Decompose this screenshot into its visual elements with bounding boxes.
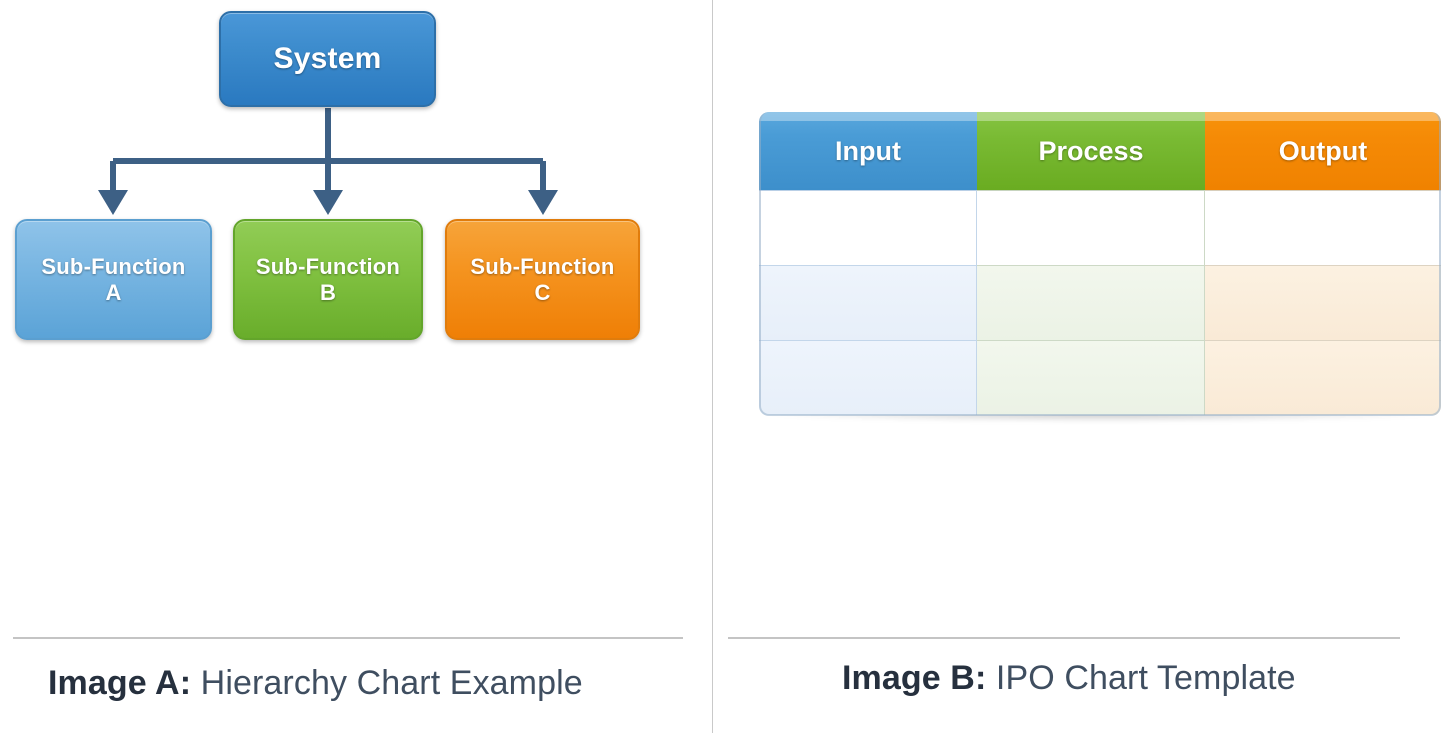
- ipo-cell-input-row1[interactable]: [759, 190, 977, 265]
- caption-image-b-text: IPO Chart Template: [986, 659, 1296, 697]
- caption-image-a: Image A: Hierarchy Chart Example: [48, 664, 583, 703]
- node-sub-function-b[interactable]: Sub-Function B: [233, 219, 423, 340]
- ipo-cell-output-row2[interactable]: [1205, 265, 1441, 340]
- ipo-cell-process-row3[interactable]: [977, 340, 1205, 415]
- ipo-cell-output-row1[interactable]: [1205, 190, 1441, 265]
- ipo-cell-process-row1[interactable]: [977, 190, 1205, 265]
- arrowhead-group: [98, 190, 558, 215]
- node-system[interactable]: System: [219, 11, 436, 107]
- ipo-cell-input-row3[interactable]: [759, 340, 977, 415]
- panel-divider: [712, 0, 713, 733]
- caption-rule-b: [728, 637, 1400, 639]
- ipo-column-process: Process: [977, 112, 1205, 416]
- ipo-table: Input Process Output: [759, 112, 1441, 416]
- caption-image-a-text: Hierarchy Chart Example: [191, 664, 583, 702]
- ipo-cell-input-row2[interactable]: [759, 265, 977, 340]
- ipo-column-output: Output: [1205, 112, 1441, 416]
- node-system-label: System: [273, 42, 382, 76]
- node-sub-function-c-label: Sub-Function: [470, 253, 615, 279]
- hierarchy-chart: System Sub-Function A Sub-Function B Sub…: [0, 0, 700, 620]
- ipo-header-output: Output: [1205, 112, 1441, 190]
- ipo-chart: Input Process Output: [759, 112, 1441, 422]
- caption-rule-a: [13, 637, 683, 639]
- node-sub-function-c[interactable]: Sub-Function C: [445, 219, 640, 340]
- ipo-header-process: Process: [977, 112, 1205, 190]
- ipo-column-input: Input: [759, 112, 977, 416]
- node-sub-function-a-letter: A: [105, 279, 122, 305]
- caption-image-a-key: Image A:: [48, 664, 192, 702]
- node-sub-function-b-letter: B: [319, 279, 337, 305]
- ipo-cell-output-row3[interactable]: [1205, 340, 1441, 415]
- node-sub-function-a[interactable]: Sub-Function A: [15, 219, 212, 340]
- node-sub-function-c-letter: C: [534, 279, 551, 305]
- panel-image-a: System Sub-Function A Sub-Function B Sub…: [0, 0, 712, 733]
- panel-image-b: Input Process Output Image: [714, 0, 1449, 733]
- ipo-cell-process-row2[interactable]: [977, 265, 1205, 340]
- node-sub-function-a-label: Sub-Function: [41, 253, 186, 279]
- node-sub-function-b-label: Sub-Function: [255, 253, 401, 279]
- ipo-header-input: Input: [759, 112, 977, 190]
- caption-image-b-key: Image B:: [842, 659, 987, 697]
- caption-image-b: Image B: IPO Chart Template: [842, 659, 1296, 698]
